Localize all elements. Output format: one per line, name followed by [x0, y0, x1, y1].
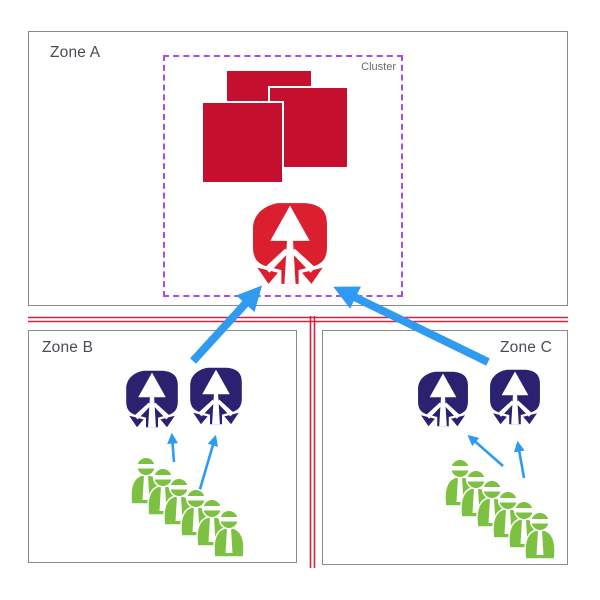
server-tree-icon: [414, 368, 472, 430]
zone-b-label: Zone B: [42, 339, 94, 356]
cluster-boundary: [163, 55, 403, 297]
zone-b-box: [28, 330, 297, 563]
server-square-icon: [201, 101, 284, 184]
cluster-label: Cluster: [361, 61, 396, 73]
server-tree-icon: [486, 366, 544, 428]
user-icon: [523, 512, 557, 559]
cluster-site-tree-icon: [247, 199, 333, 288]
zone-c-label: Zone C: [499, 339, 552, 356]
zone-a-label: Zone A: [50, 44, 101, 61]
server-tree-icon: [186, 365, 246, 427]
server-tree-icon: [122, 368, 182, 430]
network-line-horizontal: [28, 316, 568, 323]
user-icon: [212, 510, 246, 557]
network-line-vertical: [309, 316, 316, 568]
